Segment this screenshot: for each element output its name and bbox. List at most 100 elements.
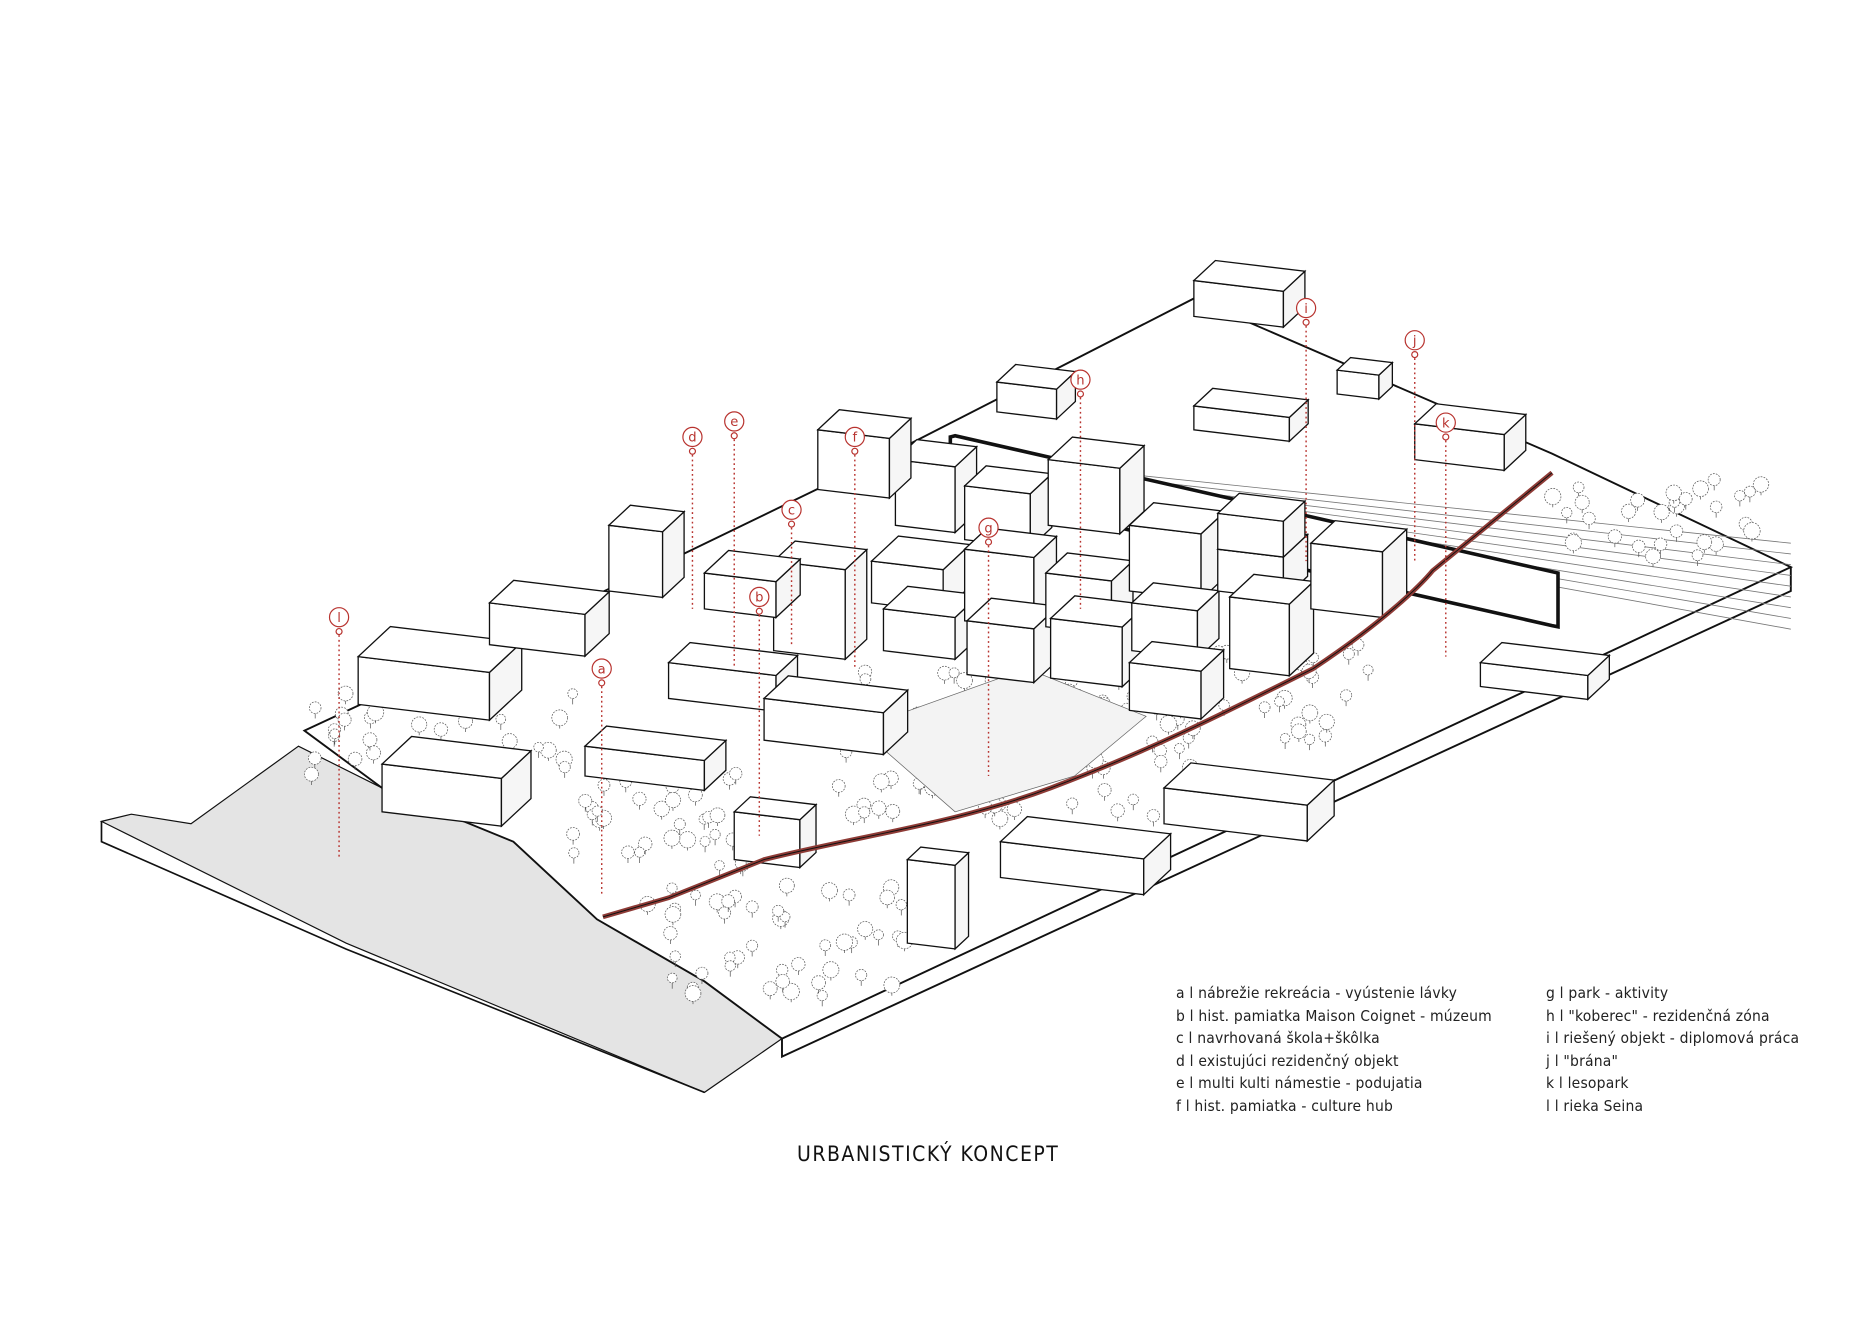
marker-letter: i (1304, 302, 1308, 317)
tree-icon (1279, 733, 1291, 744)
tree-icon (871, 800, 887, 816)
tree-icon (1291, 723, 1307, 739)
tree-icon (663, 926, 678, 941)
tree-icon (621, 845, 635, 859)
footbridge-edge (602, 472, 1553, 918)
marker-b: b (749, 586, 770, 836)
tree-icon (533, 741, 544, 753)
tree-icon (1607, 529, 1622, 544)
tree-icon (1669, 524, 1684, 538)
tree-icon (1632, 539, 1646, 554)
tree-icon (329, 728, 340, 740)
tree-icon (842, 888, 856, 902)
tree-icon (821, 882, 838, 899)
building-block (998, 815, 1173, 897)
building-block (1127, 640, 1226, 721)
tree-icon (1342, 648, 1355, 660)
tree-icon (709, 807, 726, 824)
tree-icon (956, 672, 973, 689)
tree-icon (1154, 755, 1168, 769)
tree-icon (495, 713, 507, 725)
tree-icon (411, 716, 428, 733)
tree-icon (885, 804, 901, 819)
legend-item: h l "koberec" - rezidenčná zóna (1546, 1006, 1770, 1025)
tree-icon (816, 990, 828, 1002)
tree-icon (724, 951, 736, 964)
tree-icon (695, 966, 709, 980)
building-block (380, 735, 533, 828)
tree-icon (688, 787, 703, 803)
tree-icon (591, 805, 603, 817)
tree-icon (1174, 743, 1185, 754)
tree-icon (822, 961, 840, 979)
tree-icon (782, 982, 800, 1001)
marker-g: g (978, 517, 999, 777)
legend-item: l l rieka Seina (1546, 1096, 1644, 1115)
tree-icon (1561, 507, 1573, 519)
legend-right: g l park - aktivity h l "koberec" - rezi… (1546, 982, 1799, 1118)
tree-icon (857, 921, 874, 938)
building-block (1413, 403, 1528, 472)
site-base (99, 297, 1794, 1094)
tree-icon (819, 939, 832, 952)
tree-icon (1218, 699, 1230, 711)
tree-icon (1752, 476, 1770, 493)
tree-icon (597, 778, 611, 792)
marker-a: a (591, 658, 612, 896)
tree-icon (1159, 715, 1178, 733)
tree-icon (1303, 733, 1316, 745)
tree-icon (669, 950, 681, 962)
marker-letter: b (755, 591, 763, 606)
tree-icon (772, 904, 785, 917)
tree-icon (337, 712, 352, 727)
tree-icon (558, 761, 571, 774)
tree-icon (873, 773, 890, 790)
building-block (816, 409, 913, 500)
tree-icon (567, 688, 578, 699)
tree-icon (779, 877, 795, 894)
legend-item: d l existujúci rezidenčný objekt (1176, 1051, 1399, 1070)
legend-item: j l "brána" (1546, 1051, 1619, 1070)
marker-h: h (1070, 369, 1091, 609)
tree-icon (634, 846, 645, 858)
building-block (1309, 519, 1409, 619)
tree-icon (304, 766, 319, 782)
tree-icon (1691, 549, 1704, 562)
tree-icon (948, 667, 960, 679)
marker-j: j (1404, 330, 1425, 562)
legend-item: i l riešený objekt - diplomová práca (1546, 1029, 1800, 1048)
tree-icon (831, 779, 846, 793)
marker-letter: j (1412, 334, 1417, 349)
tree-icon (1621, 503, 1637, 519)
building-block (995, 363, 1077, 421)
tree-icon (1653, 537, 1668, 551)
tree-icon (664, 906, 682, 923)
tree-icon (1340, 689, 1353, 702)
tree-icon (347, 751, 363, 767)
building-block (1049, 595, 1148, 689)
tree-icon (665, 792, 681, 809)
tree-icon (1301, 704, 1319, 722)
tree-icon (855, 969, 868, 982)
drawing-title: URBANISTICKÝ KONCEPT (797, 1142, 1060, 1166)
building-block (1127, 502, 1227, 602)
tree-icon (362, 732, 378, 748)
marker-letter: a (598, 662, 606, 677)
tree-icon (1692, 480, 1709, 497)
tree-icon (663, 829, 681, 847)
tree-icon (709, 828, 721, 840)
tree-icon (859, 673, 872, 685)
marker-k: k (1435, 412, 1456, 657)
building-block (1162, 762, 1336, 843)
tree-icon (883, 976, 901, 994)
tree-icon (1744, 485, 1756, 498)
tree-icon (1645, 548, 1661, 565)
tree-icon (673, 818, 686, 831)
tree-icon (1653, 504, 1670, 521)
tree-icon (1544, 488, 1562, 506)
legend-item: a l nábrežie rekreácia - vyústenie lávky (1176, 984, 1458, 1002)
tree-icon (1066, 797, 1079, 810)
tree-icon (745, 900, 759, 914)
building-block (1216, 492, 1307, 559)
marker-letter: d (688, 431, 696, 446)
